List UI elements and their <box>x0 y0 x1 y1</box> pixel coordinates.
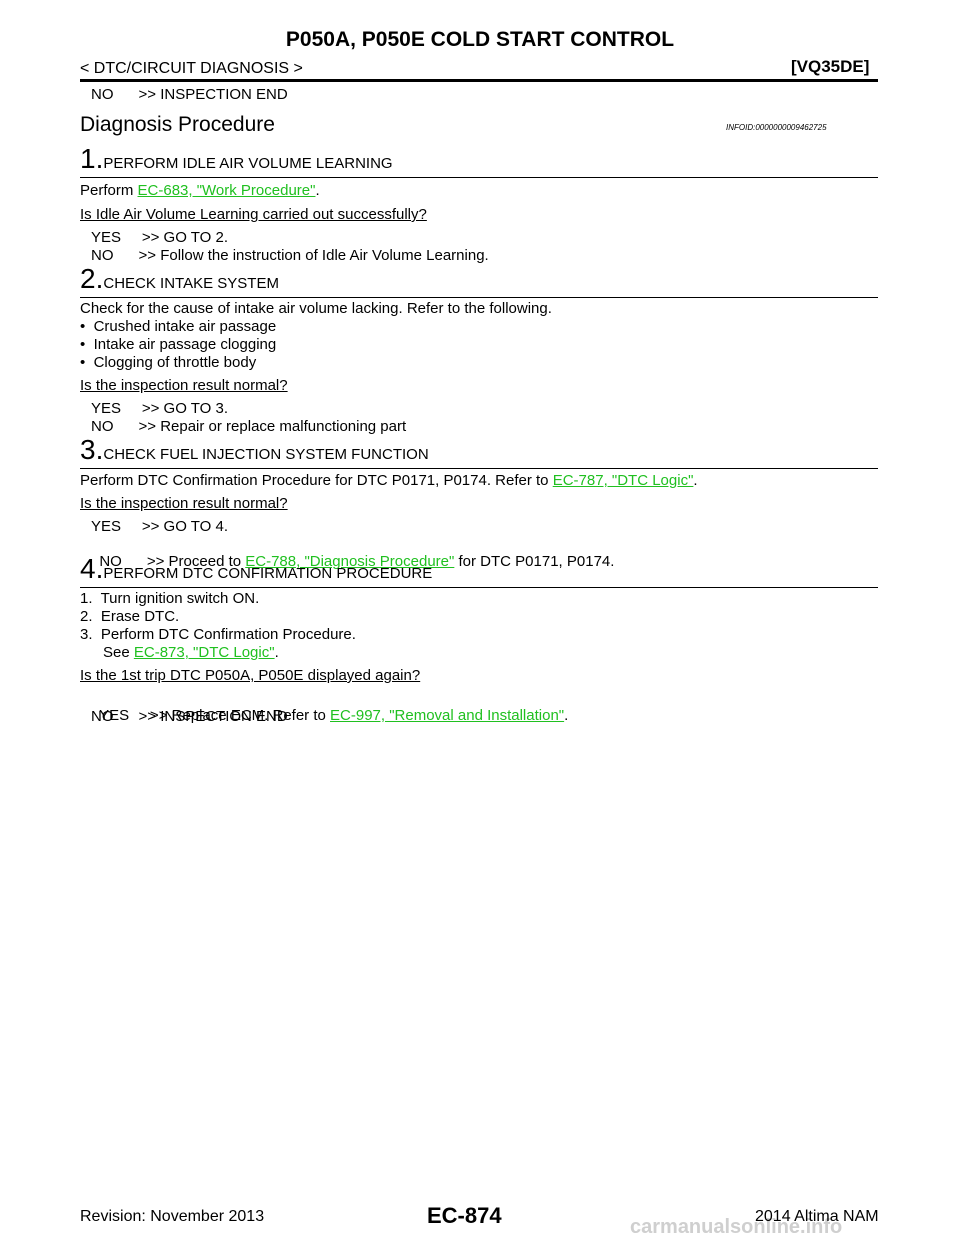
body-text: Perform DTC Confirmation Procedure for D… <box>80 472 553 489</box>
step-4-see: See EC-873, "DTC Logic". <box>103 644 279 661</box>
work-procedure-link[interactable]: EC-683, "Work Procedure" <box>137 182 316 199</box>
breadcrumb: < DTC/CIRCUIT DIAGNOSIS > <box>80 60 303 77</box>
body-text: . <box>274 644 279 661</box>
watermark: carmanualsonline.info <box>630 1216 843 1238</box>
body-text: See <box>103 644 134 661</box>
body-text: YES >> Replace ECM. Refer to <box>99 707 331 724</box>
header-rule <box>80 79 878 82</box>
body-text: for DTC P0171, P0174. <box>454 553 615 570</box>
step-3-no: NO >> Proceed to EC-788, "Diagnosis Proc… <box>91 536 614 570</box>
page-title: P050A, P050E COLD START CONTROL <box>285 28 675 51</box>
step-number: 3. <box>80 434 104 465</box>
step-2-heading: 2.CHECK INTAKE SYSTEM <box>80 263 279 295</box>
list-item: • Intake air passage clogging <box>80 336 277 353</box>
step-1-heading: 1.PERFORM IDLE AIR VOLUME LEARNING <box>80 143 393 175</box>
step-2-body: Check for the cause of intake air volume… <box>80 300 552 317</box>
body-text: Perform <box>80 182 138 199</box>
step-rule <box>80 468 878 469</box>
section-title: Diagnosis Procedure <box>80 113 275 136</box>
list-item: 3. Perform DTC Confirmation Procedure. <box>80 626 356 643</box>
info-id: INFOID:0000000009462725 <box>726 123 827 132</box>
step-1-body: Perform EC-683, "Work Procedure". <box>80 182 320 199</box>
list-item: • Crushed intake air passage <box>80 318 277 335</box>
dtc-logic-link[interactable]: EC-873, "DTC Logic" <box>133 644 275 661</box>
step-number: 4. <box>80 553 104 584</box>
step-4-question: Is the 1st trip DTC P050A, P050E display… <box>80 667 421 684</box>
step-1-yes: YES >> GO TO 2. <box>91 229 229 246</box>
step-4-yes: YES >> Replace ECM. Refer to EC-997, "Re… <box>91 690 568 724</box>
body-text: . <box>693 472 698 489</box>
step-title: CHECK FUEL INJECTION SYSTEM FUNCTION <box>103 446 429 463</box>
step-title: PERFORM IDLE AIR VOLUME LEARNING <box>103 155 393 172</box>
step-number: 1. <box>80 143 104 174</box>
list-item: • Clogging of throttle body <box>80 354 257 371</box>
list-item: 2. Erase DTC. <box>80 608 180 625</box>
revision-text: Revision: November 2013 <box>80 1208 265 1225</box>
step-title: CHECK INTAKE SYSTEM <box>103 275 279 292</box>
model-year: 2014 Altima NAM <box>755 1208 879 1225</box>
removal-installation-link[interactable]: EC-997, "Removal and Installation" <box>330 707 565 724</box>
step-4-heading: 4.PERFORM DTC CONFIRMATION PROCEDURE <box>80 553 432 585</box>
step-1-question: Is Idle Air Volume Learning carried out … <box>80 206 427 223</box>
step-3-heading: 3.CHECK FUEL INJECTION SYSTEM FUNCTION <box>80 434 429 466</box>
step-2-yes: YES >> GO TO 3. <box>91 400 229 417</box>
body-text: . <box>315 182 320 199</box>
step-2-no: NO >> Repair or replace malfunctioning p… <box>91 418 407 435</box>
step-4-no: NO >> INSPECTION END <box>91 708 288 725</box>
body-text: . <box>564 707 569 724</box>
step-3-body: Perform DTC Confirmation Procedure for D… <box>80 472 698 489</box>
model-code: [VQ35DE] <box>791 57 870 76</box>
step-rule <box>80 587 878 588</box>
step-rule <box>80 177 878 178</box>
diagnosis-procedure-link[interactable]: EC-788, "Diagnosis Procedure" <box>245 553 455 570</box>
step-1-no: NO >> Follow the instruction of Idle Air… <box>91 247 489 264</box>
intro-no-line: NO >> INSPECTION END <box>91 86 288 103</box>
step-title: PERFORM DTC CONFIRMATION PROCEDURE <box>103 565 433 582</box>
list-item: 1. Turn ignition switch ON. <box>80 590 260 607</box>
page-number: EC-874 <box>427 1203 502 1228</box>
step-rule <box>80 297 878 298</box>
body-text: NO >> Proceed to <box>99 553 246 570</box>
step-number: 2. <box>80 263 104 294</box>
dtc-logic-link[interactable]: EC-787, "DTC Logic" <box>552 472 694 489</box>
step-3-question: Is the inspection result normal? <box>80 495 288 512</box>
step-3-yes: YES >> GO TO 4. <box>91 518 229 535</box>
step-2-question: Is the inspection result normal? <box>80 377 288 394</box>
